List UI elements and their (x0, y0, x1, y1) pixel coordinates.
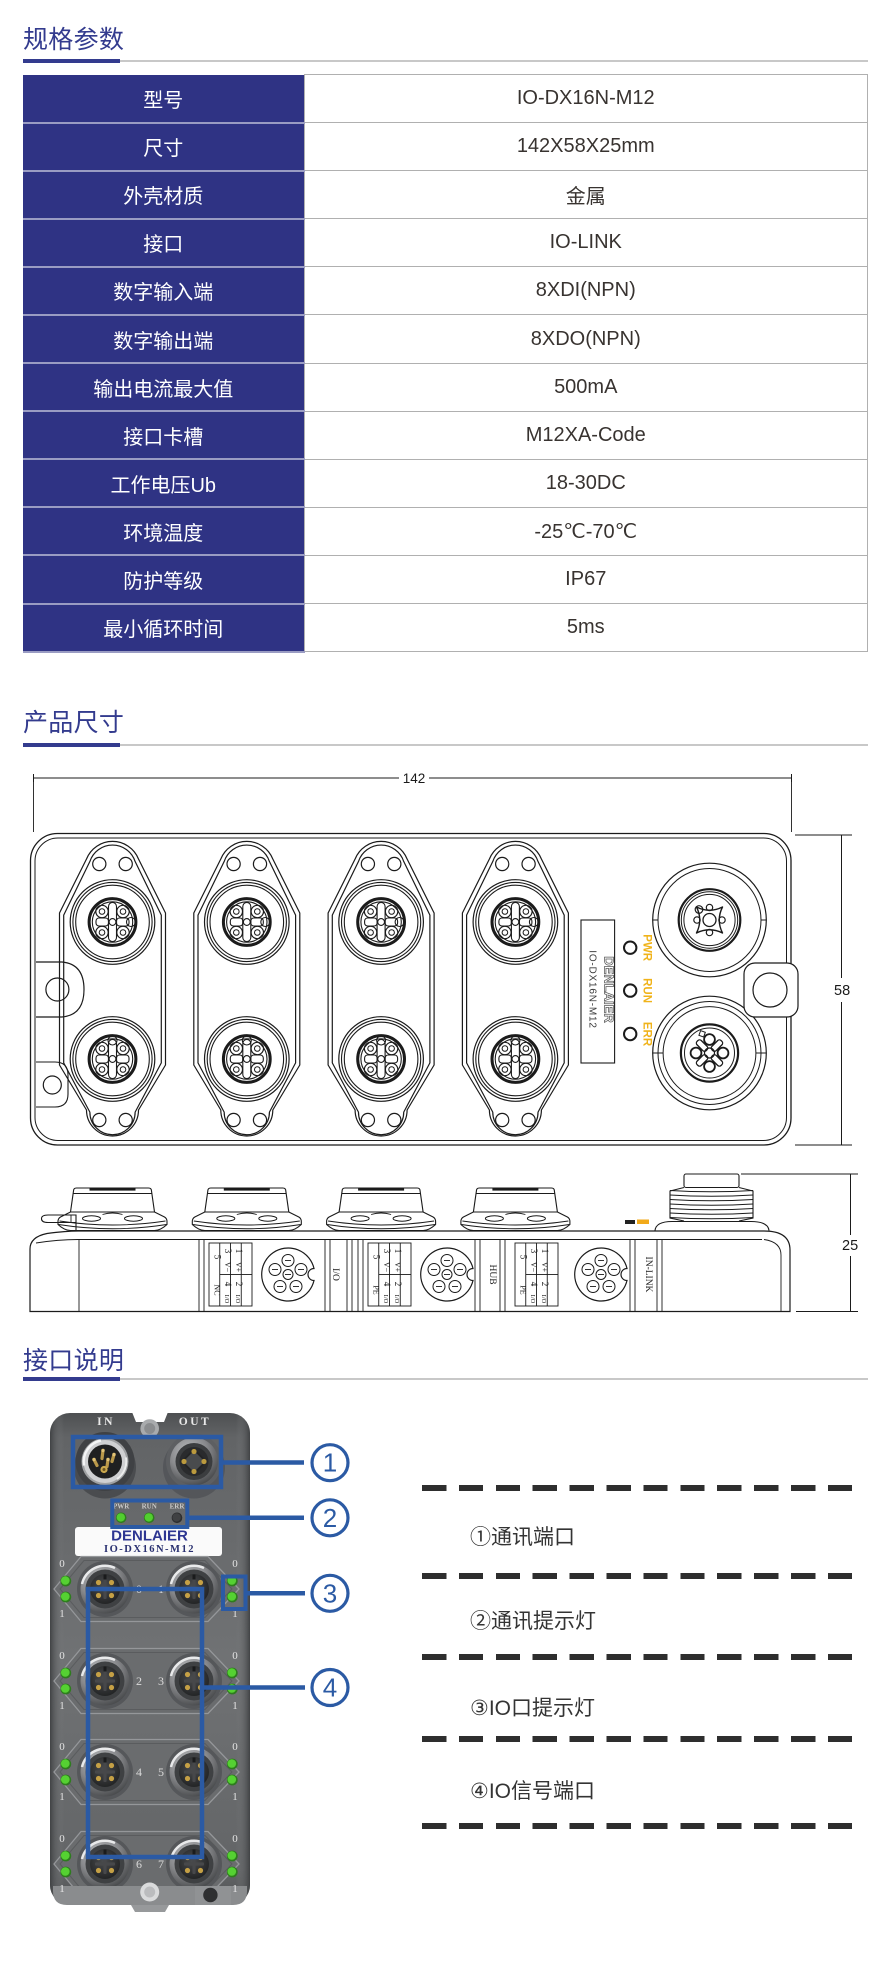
svg-text:V−: V− (223, 1262, 232, 1273)
svg-text:2: 2 (136, 1674, 142, 1688)
svg-text:I/O: I/O (393, 1295, 400, 1304)
svg-text:5: 5 (371, 1255, 381, 1260)
svg-text:1: 1 (59, 1791, 65, 1803)
svg-text:1: 1 (59, 1608, 65, 1620)
svg-text:RUN: RUN (142, 1503, 157, 1511)
svg-text:V−: V− (382, 1262, 391, 1273)
svg-text:1: 1 (540, 1249, 550, 1254)
svg-text:3: 3 (382, 1249, 392, 1254)
svg-text:1: 1 (393, 1249, 403, 1254)
svg-text:I/O: I/O (234, 1295, 241, 1304)
svg-text:NC: NC (212, 1284, 221, 1295)
svg-text:PE: PE (518, 1285, 527, 1294)
svg-text:4: 4 (223, 1282, 233, 1287)
svg-text:IO-DX16N-M12: IO-DX16N-M12 (104, 1544, 195, 1555)
svg-text:2: 2 (393, 1282, 403, 1287)
svg-text:2: 2 (323, 1503, 337, 1533)
svg-text:PWR: PWR (113, 1503, 130, 1511)
svg-text:I/O: I/O (382, 1295, 389, 1304)
svg-text:RUN: RUN (641, 978, 653, 1003)
svg-text:V+: V+ (540, 1262, 549, 1273)
svg-text:1: 1 (59, 1883, 65, 1895)
svg-text:OUT: OUT (179, 1416, 211, 1428)
svg-text:0: 0 (232, 1558, 238, 1570)
svg-text:DENLAIER: DENLAIER (111, 1528, 188, 1545)
svg-text:IO-DX16N-M12: IO-DX16N-M12 (587, 950, 598, 1029)
svg-text:25: 25 (842, 1238, 858, 1254)
svg-text:6: 6 (136, 1857, 142, 1871)
svg-text:1: 1 (232, 1608, 238, 1620)
svg-text:PE: PE (371, 1285, 380, 1294)
svg-text:I/O: I/O (540, 1295, 547, 1304)
svg-text:0: 0 (232, 1741, 238, 1753)
svg-text:3: 3 (529, 1249, 539, 1254)
svg-text:0: 0 (59, 1558, 65, 1570)
svg-text:5: 5 (212, 1255, 222, 1260)
svg-text:0: 0 (232, 1833, 238, 1845)
svg-text:PWR: PWR (641, 934, 653, 962)
svg-text:4: 4 (136, 1765, 142, 1779)
svg-text:ERR: ERR (641, 1022, 653, 1047)
svg-text:V+: V+ (234, 1262, 243, 1273)
svg-text:0: 0 (59, 1833, 65, 1845)
svg-text:1: 1 (59, 1700, 65, 1712)
svg-text:IN: IN (97, 1416, 115, 1428)
svg-text:5: 5 (158, 1765, 164, 1779)
svg-text:2: 2 (540, 1282, 550, 1287)
svg-text:4: 4 (323, 1673, 337, 1703)
svg-text:HUB: HUB (487, 1264, 497, 1284)
svg-text:4: 4 (382, 1282, 392, 1287)
svg-text:1: 1 (232, 1883, 238, 1895)
svg-text:4: 4 (529, 1282, 539, 1287)
svg-text:2: 2 (234, 1282, 244, 1287)
svg-text:V+: V+ (393, 1262, 402, 1273)
svg-text:DENLAIER: DENLAIER (602, 956, 617, 1023)
svg-text:1: 1 (232, 1700, 238, 1712)
svg-text:3: 3 (323, 1578, 337, 1608)
svg-text:142: 142 (403, 771, 426, 786)
svg-text:3: 3 (158, 1674, 164, 1688)
svg-text:3: 3 (223, 1249, 233, 1254)
svg-text:0: 0 (59, 1741, 65, 1753)
svg-text:7: 7 (158, 1857, 164, 1871)
svg-text:IN-LINK: IN-LINK (643, 1257, 653, 1293)
svg-text:ERR: ERR (170, 1503, 186, 1511)
svg-text:5: 5 (518, 1255, 528, 1260)
svg-text:58: 58 (834, 983, 850, 999)
svg-text:1: 1 (232, 1791, 238, 1803)
svg-text:1: 1 (323, 1448, 337, 1478)
svg-text:1: 1 (234, 1249, 244, 1254)
svg-text:I/O: I/O (223, 1295, 230, 1304)
svg-text:I/O: I/O (330, 1268, 340, 1281)
svg-text:0: 0 (232, 1650, 238, 1662)
svg-text:V−: V− (529, 1262, 538, 1273)
svg-text:I/O: I/O (529, 1295, 536, 1304)
svg-text:0: 0 (59, 1650, 65, 1662)
